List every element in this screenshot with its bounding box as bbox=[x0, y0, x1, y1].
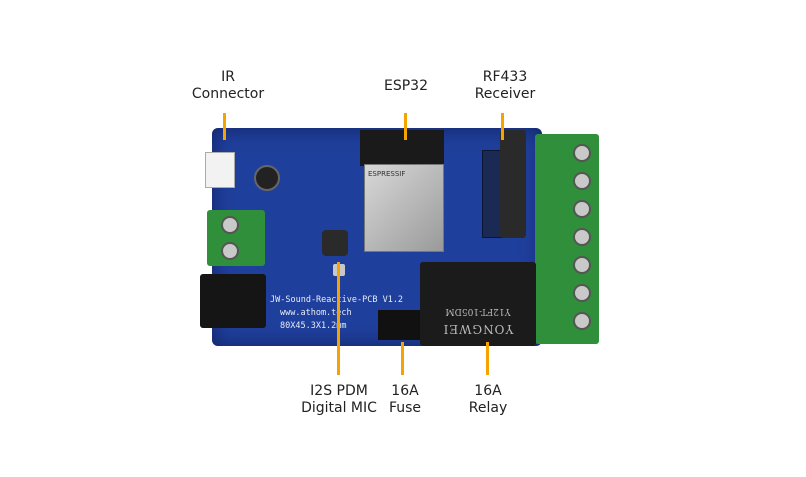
rf433-crystal bbox=[500, 130, 526, 238]
capacitor bbox=[254, 165, 280, 191]
esp32-antenna bbox=[360, 130, 444, 166]
board-name: JW-Sound-Reactive-PCB V1.2 bbox=[270, 295, 404, 305]
ir-leader-line bbox=[223, 113, 226, 140]
module-brand: ESPRESSIF bbox=[368, 170, 406, 178]
power-terminal-block bbox=[207, 210, 265, 266]
rf433-leader-line bbox=[501, 113, 504, 140]
relay-leader-line bbox=[486, 342, 489, 375]
inductor bbox=[322, 230, 348, 256]
ir-connector bbox=[205, 152, 235, 188]
board-dimensions: 80X45.3X1.2mm bbox=[280, 321, 347, 331]
relay-brand: YONGWEI bbox=[442, 322, 514, 336]
relay: Y12FT-105DM YONGWEI bbox=[420, 262, 536, 346]
mic-leader-line bbox=[337, 262, 340, 375]
relay-model: Y12FT-105DM bbox=[445, 306, 511, 316]
label-esp32: ESP32 bbox=[384, 78, 428, 94]
output-terminal-block bbox=[535, 134, 599, 344]
fuse bbox=[378, 310, 420, 340]
dc-jack bbox=[200, 274, 266, 328]
esp32-module bbox=[364, 164, 444, 252]
fuse-leader-line bbox=[401, 342, 404, 375]
board-website: www.athom.tech bbox=[280, 308, 352, 318]
esp32-leader-line bbox=[404, 113, 407, 140]
pcb-silkscreen-text: JW-Sound-Reactive-PCB V1.2 www.athom.tec… bbox=[270, 294, 403, 333]
